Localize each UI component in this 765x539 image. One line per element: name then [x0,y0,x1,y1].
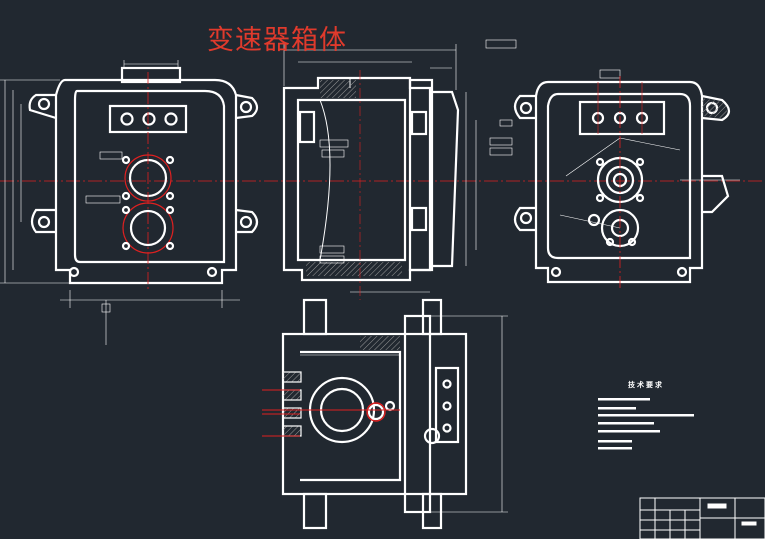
top-view-dimensions [300,315,508,513]
side-section-view [282,76,460,282]
rear-view-dimensions [499,69,740,229]
side-top-hatch [320,80,356,98]
title-block [639,497,765,539]
top-view-left-ribs [282,371,302,437]
top-view-dimension-ticks [262,389,400,437]
top-view-hatch [360,336,400,350]
rear-view [513,80,731,284]
top-view [281,298,468,530]
side-bottom-hatch [306,262,402,276]
rear-rib-hatch [702,98,727,118]
side-view-dimensions [283,39,517,293]
top-view-red-bore [366,402,386,422]
front-view [28,66,259,285]
technical-requirements-heading: 技术要求 [628,381,664,389]
front-view-dimensions [0,60,240,345]
drawing-title: 变速器箱体 [207,25,347,56]
technical-requirements-lines [598,398,694,450]
